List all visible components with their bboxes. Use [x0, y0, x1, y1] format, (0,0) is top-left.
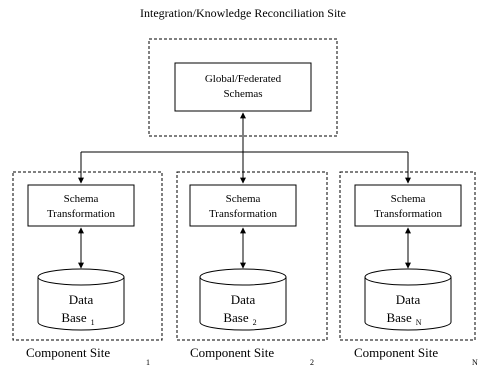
site-1-database-cylinder [37, 268, 125, 331]
global-schemas-box [174, 62, 312, 112]
site-1-box [12, 171, 163, 341]
site-n-transformation-box [354, 184, 462, 227]
site-1-db-label-1: Data [69, 292, 94, 307]
site-2-transformation-box [189, 184, 297, 227]
diagram-title: Integration/Knowledge Reconciliation Sit… [140, 6, 346, 20]
site-n-label: Component Site [354, 345, 438, 360]
site-1-transformation-box [27, 184, 135, 227]
site-2-database-cylinder [199, 268, 287, 331]
site-n-db-label-1: Data [396, 292, 421, 307]
site-1-label-sub: 1 [146, 358, 150, 367]
site-2-label-sub: 2 [310, 358, 314, 367]
site-2-db-label-1: Data [231, 292, 256, 307]
site-n-label-sub: N [472, 358, 478, 367]
site-2-transform-label-2: Transformation [209, 208, 278, 220]
site-n-transform-label-2: Transformation [374, 208, 443, 220]
site-1-transform-label-2: Transformation [47, 208, 116, 220]
site-2-box [176, 171, 328, 341]
site-1-transform-label-1: Schema [64, 193, 99, 205]
site-n-box [339, 171, 476, 341]
site-2-label: Component Site [190, 345, 274, 360]
integration-site-box [148, 38, 338, 137]
global-schemas-label-2: Schemas [223, 88, 262, 100]
site-n-transform-label-1: Schema [391, 193, 426, 205]
global-schemas-label-1: Global/Federated [205, 73, 282, 85]
site-1-label: Component Site [26, 345, 110, 360]
site-2-transform-label-1: Schema [226, 193, 261, 205]
site-n-database-cylinder [364, 268, 452, 331]
